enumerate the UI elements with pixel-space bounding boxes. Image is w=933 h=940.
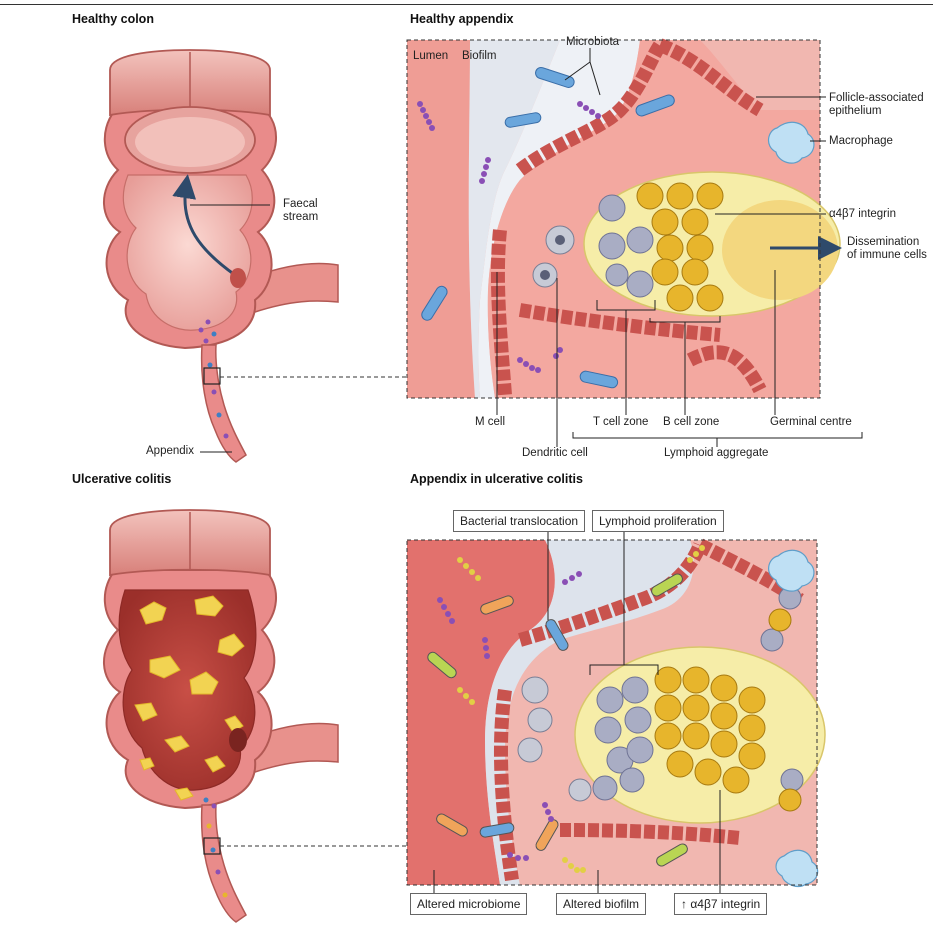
label-macrophage: Macrophage bbox=[829, 135, 893, 148]
section-title-ulcerative-colitis: Ulcerative colitis bbox=[72, 472, 171, 486]
label-germinal-centre: Germinal centre bbox=[770, 416, 852, 429]
label-dissemination: Dissemination of immune cells bbox=[847, 236, 927, 262]
label-lumen: Lumen bbox=[413, 50, 448, 63]
label-lymphoid-proliferation: Lymphoid proliferation bbox=[592, 510, 724, 532]
label-lymphoid-aggregate: Lymphoid aggregate bbox=[664, 447, 768, 460]
label-follicle-epithelium: Follicle-associated epithelium bbox=[829, 92, 924, 118]
label-biofilm: Biofilm bbox=[462, 50, 497, 63]
section-title-healthy-colon: Healthy colon bbox=[72, 12, 154, 26]
label-altered-microbiome: Altered microbiome bbox=[410, 893, 527, 915]
section-title-appendix-uc: Appendix in ulcerative colitis bbox=[410, 472, 583, 486]
uc-appendix-panel bbox=[407, 540, 825, 886]
section-title-healthy-appendix: Healthy appendix bbox=[410, 12, 514, 26]
label-increased-integrin: ↑ α4β7 integrin bbox=[674, 893, 767, 915]
label-b-cell-zone: B cell zone bbox=[663, 416, 719, 429]
label-t-cell-zone: T cell zone bbox=[593, 416, 648, 429]
label-integrin: α4β7 integrin bbox=[829, 208, 896, 221]
label-bacterial-translocation: Bacterial translocation bbox=[453, 510, 585, 532]
uc-colon-illustration bbox=[104, 510, 338, 922]
label-altered-biofilm: Altered biofilm bbox=[556, 893, 646, 915]
label-faecal-stream: Faecal stream bbox=[283, 198, 318, 224]
healthy-colon-illustration bbox=[104, 50, 338, 462]
label-microbiota: Microbiota bbox=[566, 36, 619, 49]
label-appendix: Appendix bbox=[146, 445, 194, 458]
label-m-cell: M cell bbox=[475, 416, 505, 429]
label-dendritic-cell: Dendritic cell bbox=[522, 447, 588, 460]
